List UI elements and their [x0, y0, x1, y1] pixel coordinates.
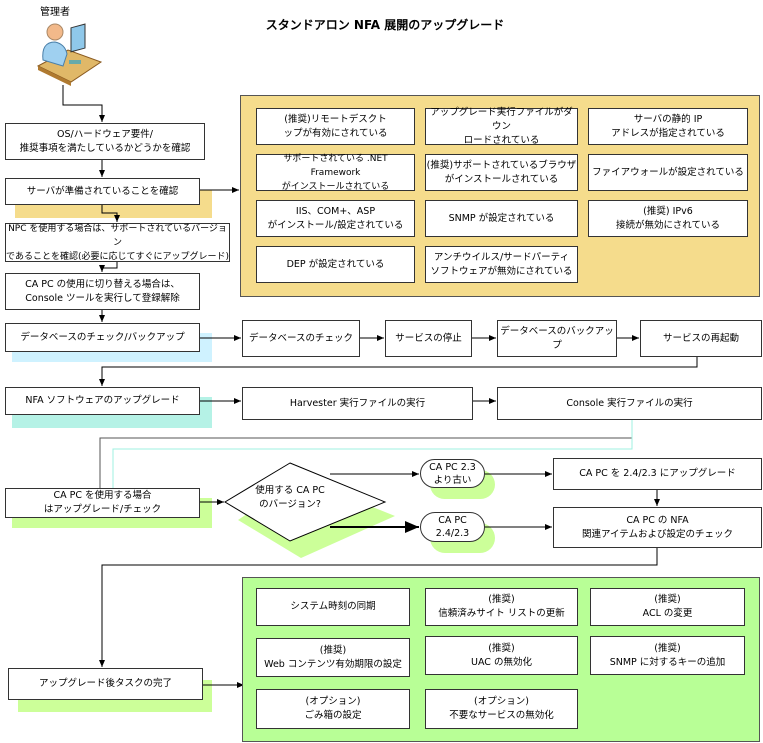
- capc-current-terminal: CA PC 2.4/2.3: [420, 512, 485, 542]
- step-post-upgrade: アップグレード後タスクの完了: [8, 668, 203, 700]
- prep-item: IIS、COM+、ASP がインストール/設定されている: [256, 200, 415, 237]
- post-item: (推奨) Web コンテンツ有効期限の設定: [256, 638, 410, 677]
- prep-item: (推奨) IPv6 接続が無効にされている: [588, 200, 748, 237]
- prep-item: SNMP が設定されている: [425, 200, 578, 237]
- diagram-title: スタンドアロン NFA 展開のアップグレード: [265, 18, 505, 32]
- step-capc-unregister: CA PC の使用に切り替える場合は、 Console ツールを実行して登録解除: [5, 273, 200, 310]
- prep-item: DEP が設定されている: [256, 246, 415, 283]
- post-item: (推奨) UAC の無効化: [425, 636, 578, 675]
- post-item: (推奨) ACL の変更: [590, 588, 745, 626]
- post-item: (推奨) SNMP に対するキーの追加: [590, 636, 745, 675]
- capc-older-terminal: CA PC 2.3 より古い: [420, 459, 485, 488]
- prep-item: アップグレード実行ファイルがダウン ロードされている: [425, 107, 578, 146]
- nfa-step: Console 実行ファイルの実行: [497, 387, 762, 420]
- prep-item: (推奨)サポートされているブラウザ がインストールされている: [425, 154, 578, 191]
- step-capc-upgrade-check: CA PC を使用する場合 はアップグレード/チェック: [5, 488, 200, 518]
- db-step: サービスの停止: [385, 320, 472, 357]
- prep-item: (推奨)リモートデスクト ップが有効にされている: [256, 108, 415, 145]
- step-db-check-backup: データベースのチェック/バックアップ: [5, 323, 200, 352]
- prep-item: サーバの静的 IP アドレスが指定されている: [588, 108, 748, 145]
- db-step: データベースのチェック: [242, 320, 360, 357]
- step-nfa-upgrade: NFA ソフトウェアのアップグレード: [5, 387, 200, 415]
- prep-item: アンチウイルス/サードパーティ ソフトウェアが無効にされている: [425, 246, 578, 283]
- capc-check-step: CA PC の NFA 関連アイテムおよび設定のチェック: [553, 507, 762, 548]
- post-item: システム時刻の同期: [256, 588, 410, 626]
- step-server-ready: サーバが準備されていることを確認: [5, 178, 200, 205]
- step-npc-version: NPC を使用する場合は、サポートされているバージョン であることを確認(必要に…: [5, 223, 230, 262]
- decision-label: 使用する CA PC のバージョン?: [255, 485, 325, 510]
- post-item: (推奨) 信頼済みサイト リストの更新: [425, 588, 578, 626]
- prep-item: ファイアウォールが設定されている: [588, 154, 748, 191]
- post-item: (オプション) ごみ箱の設定: [256, 689, 410, 729]
- administrator-icon: [36, 23, 103, 86]
- capc-upgrade-step: CA PC を 2.4/2.3 にアップグレード: [553, 458, 762, 490]
- post-item: (オプション) 不要なサービスの無効化: [425, 689, 578, 729]
- db-step: サービスの再起動: [640, 320, 762, 357]
- step-os-hardware-check: OS/ハードウェア要件/ 推奨事項を満たしているかどうかを確認: [5, 123, 205, 160]
- prep-item: サポートされている .NET Framework がインストールされている: [256, 154, 415, 192]
- administrator-label: 管理者: [40, 7, 70, 18]
- nfa-step: Harvester 実行ファイルの実行: [242, 387, 473, 420]
- decision-diamond: [224, 462, 387, 542]
- db-step: データベースのバックアップ: [497, 320, 617, 357]
